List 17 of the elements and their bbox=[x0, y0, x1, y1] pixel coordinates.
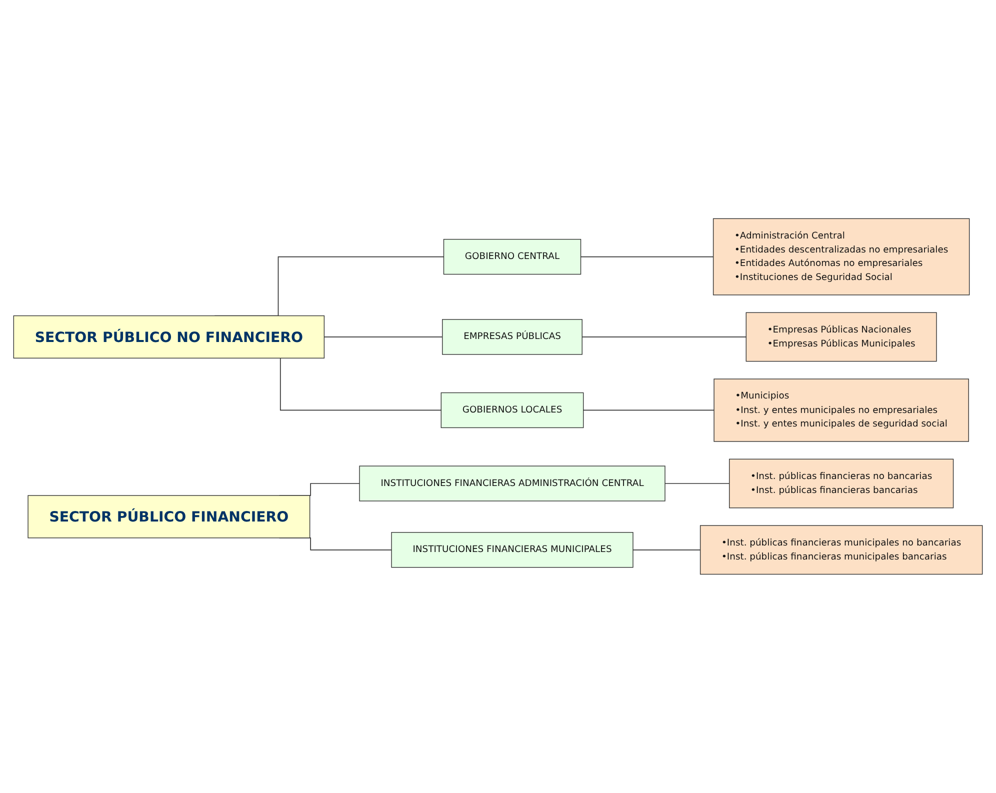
connector bbox=[582, 336, 747, 338]
node-box: •Inst. públicas financieras no bancarias •Inst. públicas financieras bancarias bbox=[729, 458, 954, 508]
node-box: GOBIERNO CENTRAL bbox=[443, 239, 582, 275]
node-box: INSTITUCIONES FINANCIERAS ADMINISTRACIÓN CENTRAL bbox=[359, 466, 666, 502]
node-box: GOBIERNOS LOCALES bbox=[440, 392, 584, 428]
connector bbox=[324, 336, 443, 338]
node-box: •Administración Central •Entidades descentralizadas no empresariales •Entidades Autónomas no empresariales •Instituciones de Seguridad Social bbox=[712, 218, 970, 296]
node-box: SECTOR PÚBLICO NO FINANCIERO bbox=[13, 315, 325, 359]
connector bbox=[580, 256, 714, 258]
node-box: •Empresas Públicas Nacionales •Empresas Públicas Municipales bbox=[746, 312, 937, 362]
node-box: INSTITUCIONES FINANCIERAS MUNICIPALES bbox=[391, 532, 634, 568]
node-box: •Inst. públicas financieras municipales no bancarias •Inst. públicas financieras municipales bancarias bbox=[700, 525, 983, 575]
node-box: EMPRESAS PÚBLICAS bbox=[442, 319, 582, 355]
node-box: SECTOR PÚBLICO FINANCIERO bbox=[28, 495, 310, 538]
connector bbox=[582, 410, 714, 411]
connector bbox=[664, 483, 730, 484]
node-box: •Municipios •Inst. y entes municipales no empresariales •Inst. y entes municipales de seguridad social bbox=[714, 378, 969, 442]
